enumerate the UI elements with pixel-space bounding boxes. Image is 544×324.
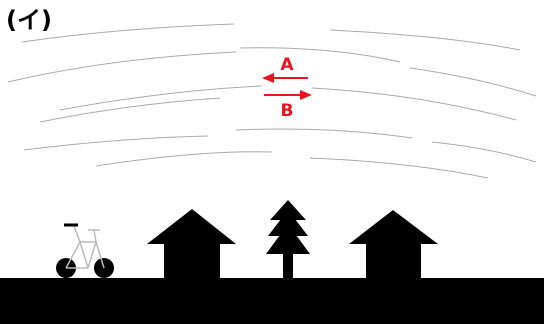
wind-streamlines xyxy=(7,23,537,179)
arrow-a-label: A xyxy=(280,55,294,75)
arrow-b: B xyxy=(264,90,312,121)
panel-label: (イ) xyxy=(6,6,52,34)
arrow-a: A xyxy=(262,55,308,83)
house-icon xyxy=(349,210,438,280)
ground xyxy=(0,278,544,324)
bicycle-icon xyxy=(56,223,114,278)
arrow-b-label: B xyxy=(281,101,294,121)
tree-icon xyxy=(266,200,310,280)
house-icon xyxy=(147,209,236,280)
